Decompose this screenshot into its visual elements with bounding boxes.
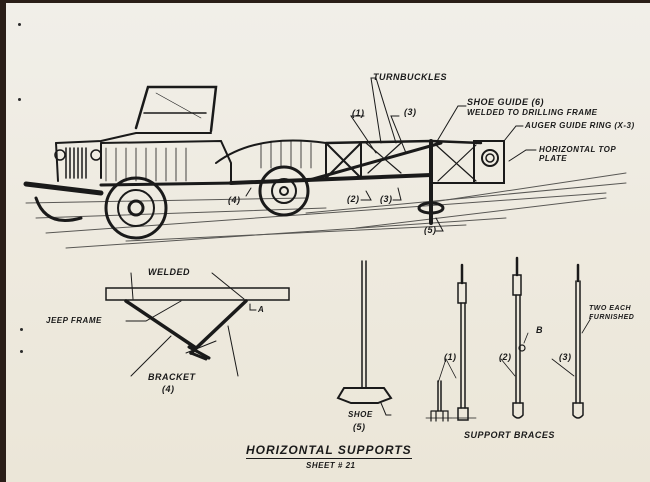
brace-2-callout: (2) xyxy=(347,194,360,204)
support-brace-2-label: (2) xyxy=(499,352,512,362)
welded-label: Welded xyxy=(148,267,190,277)
jeep-illustration xyxy=(23,85,327,240)
sheet-title: Horizontal Supports xyxy=(246,443,412,459)
point-b-label: B xyxy=(536,325,543,335)
shoe-5-callout: (5) xyxy=(424,225,437,235)
support-brace-1-label: (1) xyxy=(444,352,457,362)
binder-hole xyxy=(20,328,23,331)
support-brace-3-label: (3) xyxy=(559,352,572,362)
furnished-label: Furnished xyxy=(589,314,635,321)
plate-label: Plate xyxy=(539,154,568,163)
brace-3-callout-bottom: (3) xyxy=(380,194,393,204)
brace-1-callout: (1) xyxy=(352,108,365,118)
drilling-frame xyxy=(229,77,537,232)
shoe-number: (5) xyxy=(353,422,366,432)
support-braces-diagram xyxy=(425,256,592,422)
welded-to-drilling-frame-label: Welded To Drilling Frame xyxy=(467,108,598,117)
turnbuckles-label: Turnbuckles xyxy=(373,72,447,82)
binder-hole xyxy=(18,98,21,101)
bracket-number: (4) xyxy=(162,384,175,394)
shoe-guide-label: Shoe Guide (6) xyxy=(467,97,545,107)
sheet-number: Sheet # 21 xyxy=(306,461,356,470)
jeep-frame-label: Jeep Frame xyxy=(46,316,102,325)
shoe-label: Shoe xyxy=(348,410,373,419)
auger-guide-ring-label: Auger Guide Ring (x-3) xyxy=(525,121,635,130)
technical-drawing xyxy=(23,77,627,422)
shoe-diagram xyxy=(336,260,393,416)
support-braces-caption: Support Braces xyxy=(464,430,555,440)
drawing-sheet: Turnbuckles (1) (3) Shoe Guide (6) Welde… xyxy=(6,3,650,482)
two-each-label: Two Each xyxy=(589,305,632,312)
brace-3-callout-top: (3) xyxy=(404,107,417,117)
bracket-label: Bracket xyxy=(148,372,196,382)
point-a-label: A xyxy=(258,305,265,314)
binder-hole xyxy=(20,350,23,353)
horizontal-top-plate-label: Horizontal Top xyxy=(539,145,617,154)
bracket-diagram xyxy=(105,272,290,377)
bracket-4-callout: (4) xyxy=(228,195,241,205)
binder-hole xyxy=(18,23,21,26)
